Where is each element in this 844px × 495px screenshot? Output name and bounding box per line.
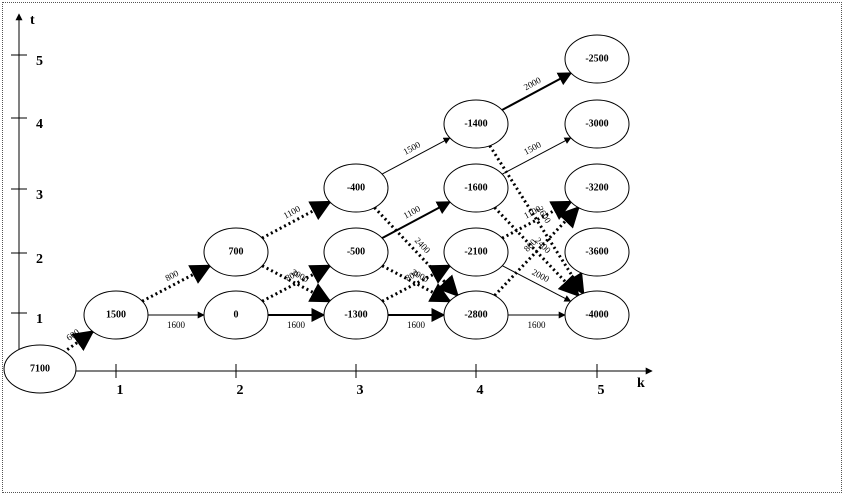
node-n55: -2500 [564,34,630,84]
node-ellipse [443,99,509,149]
y-axis-label: t [30,13,35,28]
node-ellipse [323,163,389,213]
node-ellipse [443,227,509,277]
edge-n43-n54 [501,137,572,175]
edge-label: 1600 [528,320,547,330]
node-label: 700 [229,246,244,257]
node-n53: -3200 [564,163,630,213]
node-ellipse [443,163,509,213]
node-label: -1400 [464,118,487,129]
node-label: -2800 [464,309,487,320]
node-ellipse [443,290,509,340]
edge-n33-n44 [381,137,451,175]
node-label: -500 [347,246,365,257]
node-n41: -2800 [443,290,509,340]
node-ellipse [564,290,630,340]
edge-label: 1100 [282,203,303,220]
edge-n00-n11 [62,330,95,354]
node-label: -3600 [585,246,608,257]
y-tick-label: 5 [36,54,43,69]
x-tick-label: 1 [117,383,124,398]
node-n54: -3000 [564,99,630,149]
edge-label: 2000 [410,267,431,284]
y-tick-label: 2 [36,252,43,267]
edge-n32-n43 [381,201,452,239]
node-ellipse [564,163,630,213]
node-label: -2100 [464,246,487,257]
edge-label: 1600 [287,320,306,330]
nodes: 7100 1500 0 700 -1300 -500 -400 -2800 -2100 -1600… [3,34,630,394]
node-ellipse [564,34,630,84]
node-n11: 1500 [83,290,149,340]
node-ellipse [323,227,389,277]
node-label: 0 [234,309,239,320]
node-ellipse [203,290,269,340]
node-n22: 700 [203,227,269,277]
node-ellipse [564,227,630,277]
node-label: -3200 [585,182,608,193]
node-label: 7100 [30,363,50,374]
edge-n33-n41 [373,206,459,297]
node-n42: -2100 [443,227,509,277]
x-tick-label: 4 [477,383,484,398]
node-label: -1600 [464,182,487,193]
node-n32: -500 [323,227,389,277]
edge-n44-n51 [488,144,585,296]
node-n51: -4000 [564,290,630,340]
node-n52: -3600 [564,227,630,277]
y-tick-label: 4 [36,117,43,132]
node-n21: 0 [203,290,269,340]
x-tick-label: 2 [237,383,244,398]
x-tick-label: 5 [598,383,605,398]
node-ellipse [83,290,149,340]
node-ellipse [203,227,269,277]
node-label: -2500 [585,53,608,64]
edge-n44-n55 [501,72,573,111]
node-n43: -1600 [443,163,509,213]
y-tick-label: 1 [36,312,43,327]
node-n31: -1300 [323,290,389,340]
node-label: -4000 [585,309,608,320]
node-label: 1500 [106,309,126,320]
node-n44: -1400 [443,99,509,149]
node-n00: 7100 [3,344,77,394]
axes: t k 1 2 3 4 5 1 2 3 4 5 [11,13,653,398]
x-tick-label: 3 [357,383,364,398]
y-tick-label: 3 [36,188,43,203]
node-ellipse [3,344,77,394]
node-label: -400 [347,182,365,193]
node-n33: -400 [323,163,389,213]
node-ellipse [564,99,630,149]
node-label: -3000 [585,118,608,129]
node-ellipse [323,290,389,340]
x-axis-label: k [637,376,645,391]
edge-label: 1600 [407,320,426,330]
edge-label: 2000 [290,267,311,284]
edge-label: 1600 [167,320,186,330]
node-label: -1300 [344,309,367,320]
edge-label: 600 [64,326,81,342]
